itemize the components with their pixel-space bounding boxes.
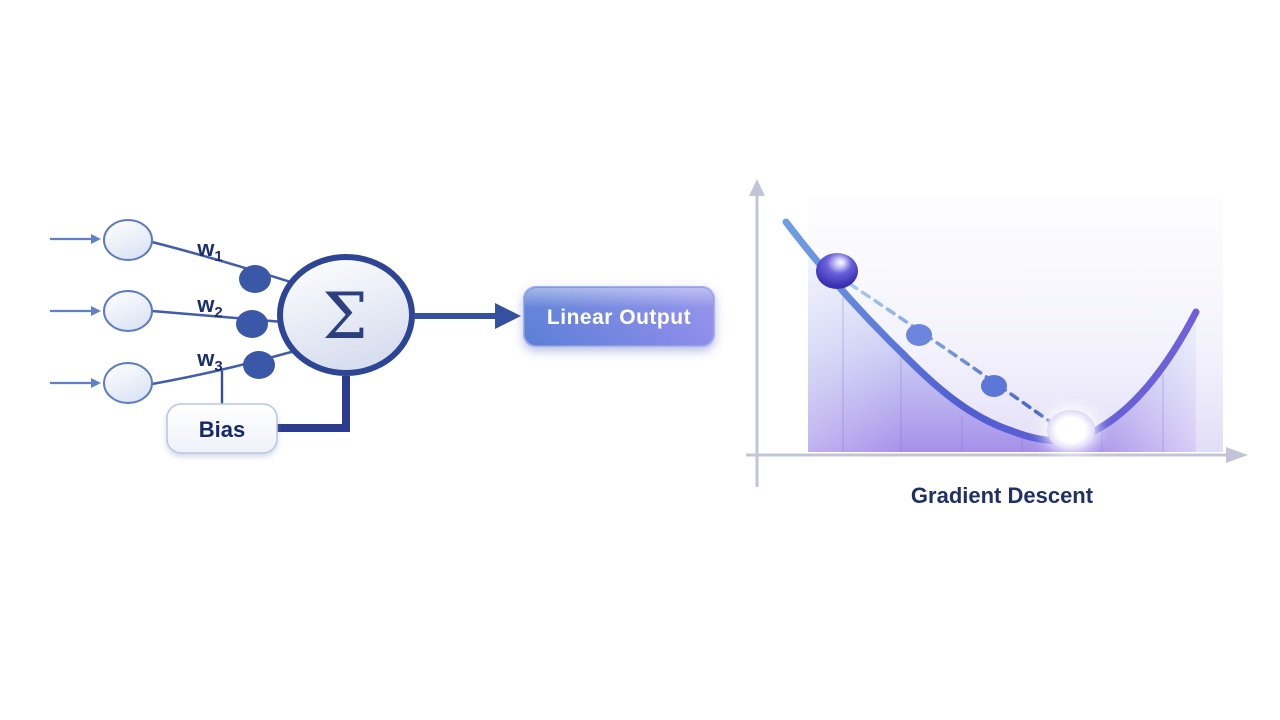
- perceptron-diagram: w1 w2 w3 Σ Linear Output Bias: [50, 219, 715, 454]
- area-band-lines: [842, 290, 1164, 452]
- sigma-symbol: Σ: [322, 280, 367, 354]
- chart-title: Gradient Descent: [911, 483, 1094, 508]
- connection-w3: [151, 347, 303, 386]
- bias-box: Bias: [166, 403, 278, 454]
- weight-label-w3: w3: [196, 346, 222, 375]
- linear-output-box: Linear Output: [523, 286, 715, 347]
- descent-minimum-sphere: [1047, 410, 1095, 450]
- output-arrow: [414, 303, 521, 329]
- weight-label-w2: w2: [196, 292, 222, 321]
- descent-step-dot-2: [981, 375, 1007, 397]
- weight-dot-2: [236, 310, 268, 338]
- loss-area-fade: [808, 248, 1196, 452]
- descent-start-sphere: [816, 253, 858, 289]
- input-arrow-1: [50, 234, 101, 244]
- x-axis: [746, 447, 1248, 463]
- weight-dot-3: [243, 351, 275, 379]
- input-arrow-3: [50, 378, 101, 388]
- weight-label-w1: w1: [196, 236, 222, 265]
- bias-feed-line: [277, 376, 350, 432]
- connection-w2: [151, 309, 296, 325]
- bias-label: Bias: [199, 417, 245, 442]
- connection-w1: [151, 240, 301, 287]
- descent-step-dot-1: [906, 324, 932, 346]
- input-node-3: [103, 362, 153, 404]
- input-node-2: [103, 290, 153, 332]
- weight-dot-1: [239, 265, 271, 293]
- loss-curve: [782, 218, 1200, 444]
- linear-output-label: Linear Output: [547, 306, 691, 329]
- input-arrow-2: [50, 306, 101, 316]
- y-axis: [749, 179, 765, 487]
- sum-node: [277, 254, 415, 376]
- gradient-descent-chart: Gradient Descent: [746, 179, 1248, 508]
- input-node-1: [103, 219, 153, 261]
- descent-dashed-path: [848, 282, 1054, 425]
